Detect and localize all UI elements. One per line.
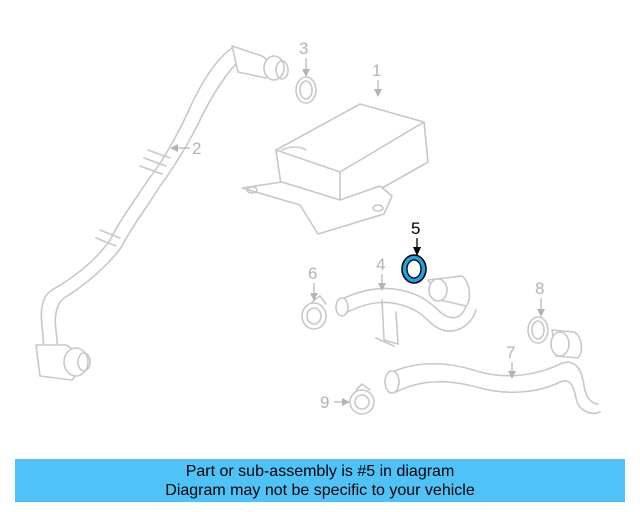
svg-text:1: 1 — [372, 61, 381, 80]
banner-line-disclaimer: Diagram may not be specific to your vehi… — [165, 481, 475, 499]
part-2-oil-pipe — [35, 45, 289, 381]
svg-text:7: 7 — [506, 343, 515, 362]
part-5-gasket-highlighted — [401, 254, 427, 284]
callout-3: 3 — [299, 39, 310, 77]
svg-text:6: 6 — [308, 264, 317, 283]
svg-text:5: 5 — [411, 219, 420, 238]
callout-4: 4 — [376, 255, 386, 291]
part-info-banner: Part or sub-assembly is #5 in diagram Di… — [15, 459, 625, 502]
svg-text:8: 8 — [535, 279, 544, 298]
part-8-o-ring — [527, 316, 549, 344]
callout-2: 2 — [170, 139, 201, 158]
part-7-hose — [384, 329, 601, 414]
svg-text:4: 4 — [376, 255, 385, 274]
callout-6: 6 — [308, 264, 318, 301]
svg-text:2: 2 — [192, 139, 201, 158]
callout-9: 9 — [320, 393, 350, 412]
part-4-hose — [335, 275, 477, 347]
svg-text:3: 3 — [299, 39, 308, 58]
callout-7: 7 — [506, 343, 516, 379]
banner-line-part-number: Part or sub-assembly is #5 in diagram — [185, 462, 455, 480]
part-3-o-ring — [295, 76, 317, 104]
part-9-clamp — [349, 383, 375, 415]
part-6-clamp — [301, 295, 327, 330]
callout-1: 1 — [372, 61, 382, 97]
callout-8: 8 — [535, 279, 545, 317]
callout-5-highlighted: 5 — [411, 219, 421, 256]
svg-text:9: 9 — [320, 393, 329, 412]
part-1-oil-cooler — [241, 103, 429, 235]
parts-diagram: 2 3 1 4 — [35, 39, 601, 415]
